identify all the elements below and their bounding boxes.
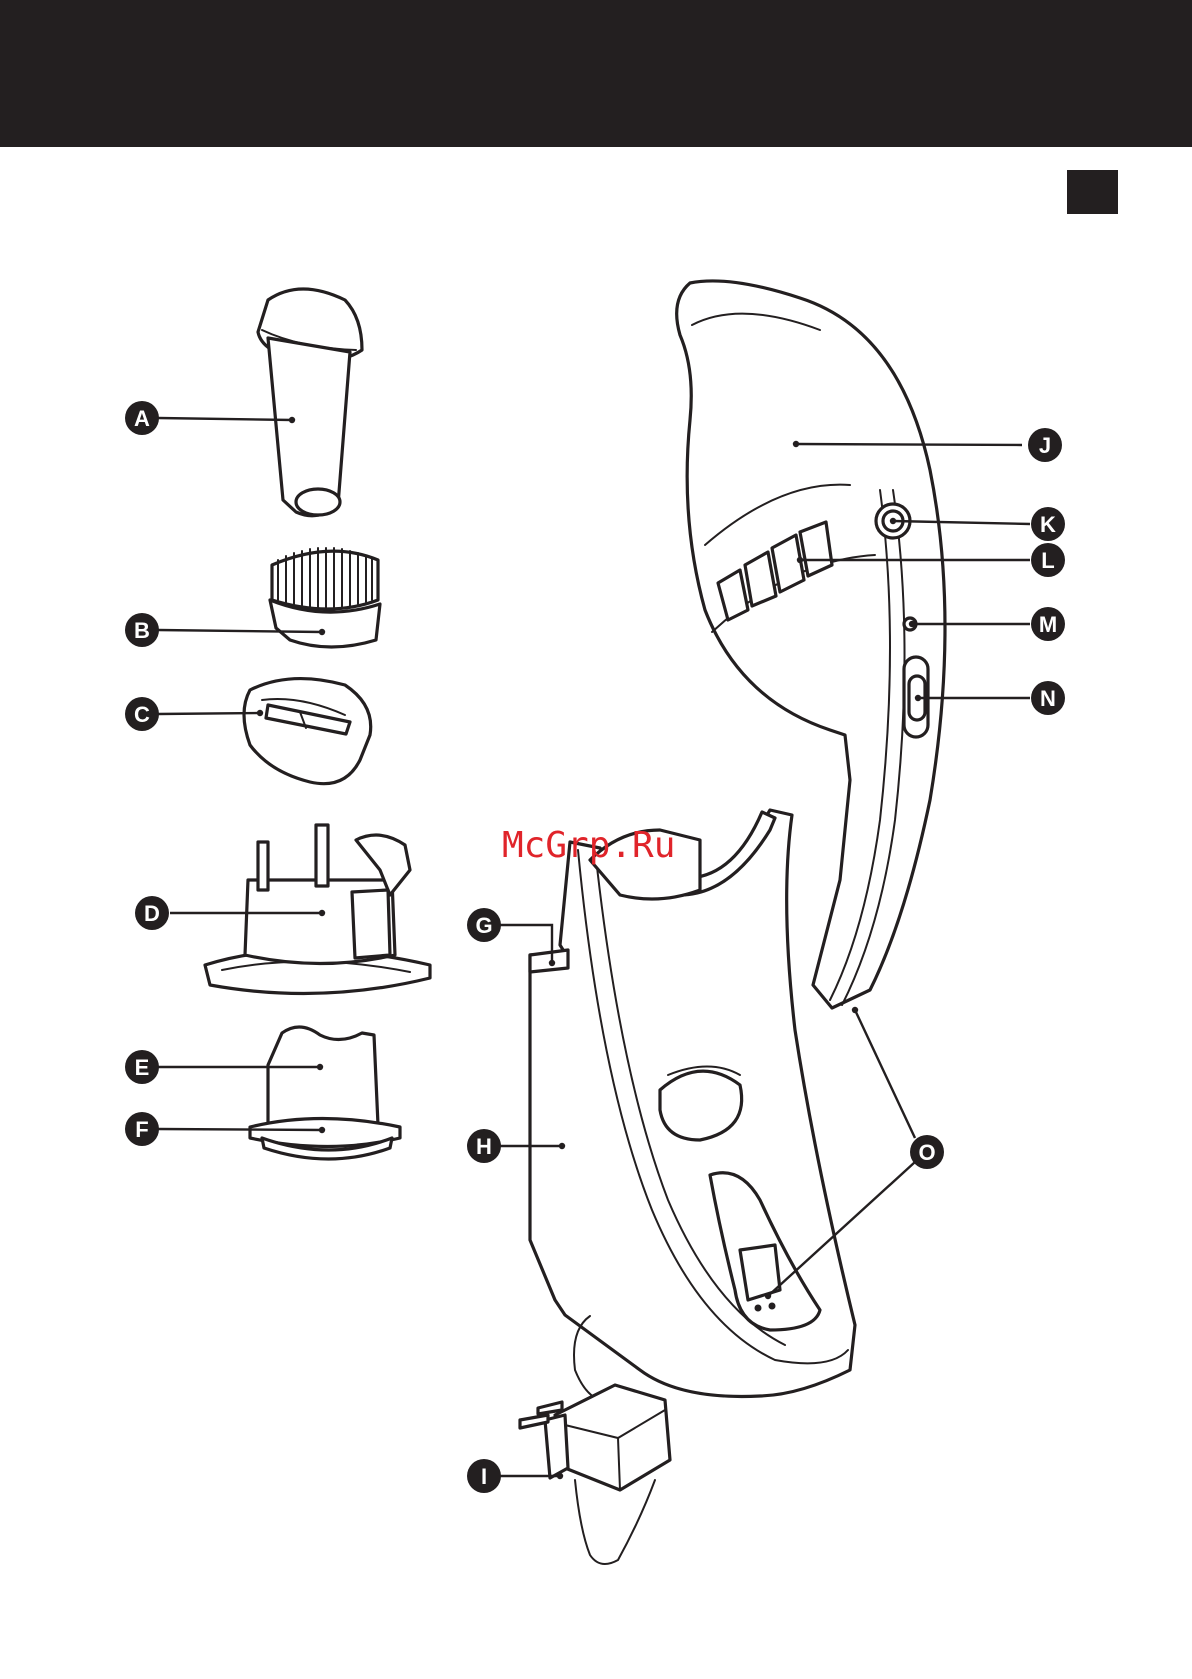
svg-text:N: N [1040,686,1056,711]
part-h-charging-stand [530,810,855,1396]
callout-a: A [125,401,159,435]
callout-k: K [1031,507,1065,541]
svg-text:B: B [134,618,150,643]
part-a-crevice-nozzle [258,289,362,516]
callout-c: C [125,697,159,731]
callout-l: L [1031,543,1065,577]
svg-text:J: J [1039,433,1051,458]
svg-text:D: D [144,901,160,926]
part-c-flat-nozzle [244,679,371,784]
svg-text:F: F [135,1117,148,1142]
callout-j: J [1028,428,1062,462]
callout-g: G [467,908,501,942]
callout-d: D [135,896,169,930]
svg-text:G: G [475,913,492,938]
callout-o: O [910,1135,944,1169]
callout-n: N [1031,681,1065,715]
svg-text:H: H [476,1134,492,1159]
part-e-filter [268,1027,378,1125]
svg-text:O: O [918,1140,935,1165]
svg-text:E: E [135,1055,150,1080]
callout-f: F [125,1112,159,1146]
svg-text:I: I [481,1464,487,1489]
svg-text:C: C [134,702,150,727]
part-d-filter-holder [205,825,430,994]
watermark-text: McGrp.Ru [502,825,675,866]
callout-e: E [125,1050,159,1084]
svg-text:K: K [1040,512,1056,537]
svg-text:M: M [1039,612,1057,637]
callout-h: H [467,1129,501,1163]
callout-i: I [467,1459,501,1493]
part-f-filter-ring [250,1119,400,1160]
svg-text:L: L [1041,548,1054,573]
callout-m: M [1031,607,1065,641]
callout-b: B [125,613,159,647]
svg-text:A: A [134,406,150,431]
